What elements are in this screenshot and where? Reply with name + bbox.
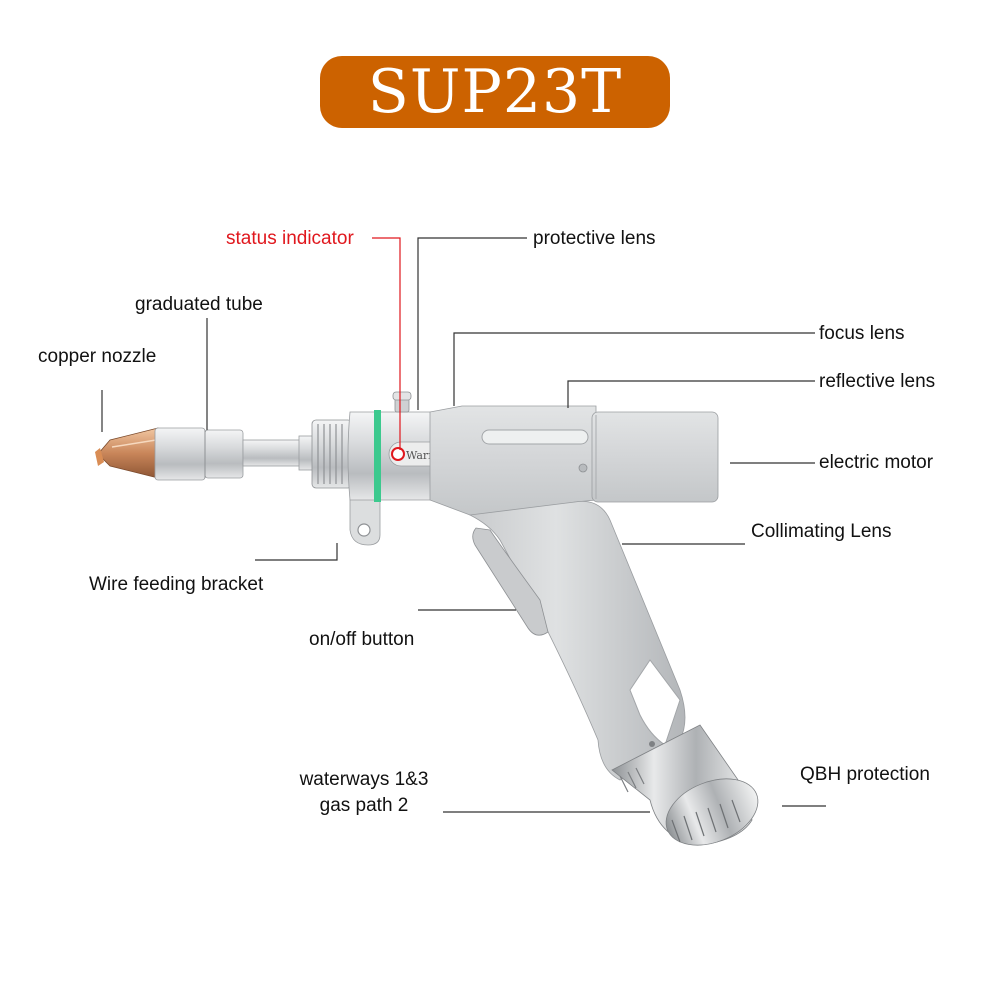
- label-status-indicator: status indicator: [226, 228, 354, 249]
- label-onoff-button: on/off button: [309, 629, 415, 650]
- label-graduated-tube: graduated tube: [135, 294, 263, 315]
- wire-feeding-bracket: [349, 494, 381, 546]
- label-electric-motor: electric motor: [819, 452, 934, 473]
- gun-handle: [468, 501, 686, 781]
- onoff-trigger: [472, 527, 549, 636]
- front-head: Warning: [347, 391, 453, 502]
- label-reflective-lens: reflective lens: [819, 371, 936, 392]
- motor-housing: [591, 411, 719, 503]
- leader-wire-bracket: [255, 543, 338, 561]
- label-waterways-line2: gas path 2: [319, 795, 409, 816]
- graduated-tube: [154, 427, 314, 481]
- leader-status-indicator: [372, 237, 401, 450]
- leader-lines: [101, 237, 826, 813]
- label-protective-lens: protective lens: [533, 228, 656, 249]
- gun-body: [429, 405, 597, 517]
- label-wire-feeding-bracket: Wire feeding bracket: [89, 574, 264, 595]
- leader-reflective-lens: [567, 380, 815, 408]
- label-copper-nozzle: copper nozzle: [38, 346, 157, 367]
- copper-nozzle: [95, 427, 159, 479]
- label-focus-lens: focus lens: [819, 323, 905, 344]
- title-badge: SUP23T: [320, 56, 670, 128]
- label-qbh-protection: QBH protection: [800, 764, 930, 785]
- knurled-connector: [311, 419, 353, 489]
- leader-protective-lens: [417, 237, 527, 410]
- label-waterways-line1: waterways 1&3: [299, 769, 429, 790]
- label-collimating-lens: Collimating Lens: [751, 521, 892, 542]
- title-text: SUP23T: [367, 57, 623, 127]
- qbh-connector: [611, 724, 759, 846]
- leader-focus-lens: [453, 332, 815, 406]
